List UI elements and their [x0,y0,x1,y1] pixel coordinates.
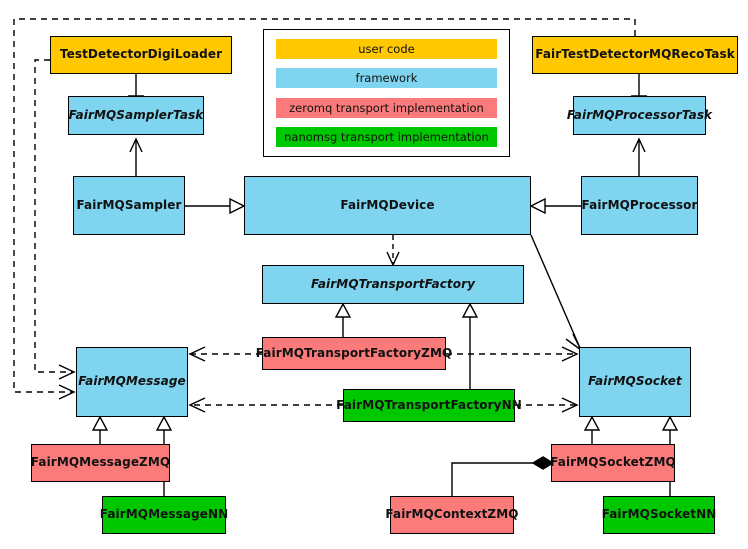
edge-contextzmq-socketzmq [451,456,555,496]
class-box-fairmqmessagenn[interactable]: FairMQMessageNN [100,496,228,534]
color-legend: user code framework zeromq transport imp… [263,29,510,157]
edge-digiloader-message [34,59,76,380]
class-box-fairmqsampler[interactable]: FairMQSampler [73,176,185,235]
class-box-fairmqprocessor[interactable]: FairMQProcessor [581,176,698,235]
legend-row-user-code: user code [276,39,497,59]
class-box-fairmqsocketzmq[interactable]: FairMQSocketZMQ [550,444,676,482]
class-box-fairmqsocketnn[interactable]: FairMQSocketNN [602,496,716,534]
edge-socketzmq-socket [583,415,601,444]
edge-tfnn-transportfactory [461,302,479,389]
edge-processor-device [529,197,581,215]
legend-row-zeromq: zeromq transport implementation [276,97,497,118]
class-box-fairmqtransportfactoryzmq[interactable]: FairMQTransportFactoryZMQ [256,337,452,370]
edge-device-transportfactory [386,235,400,267]
class-box-fairmqtransportfactory[interactable]: FairMQTransportFactory [262,265,524,304]
edge-processor-processortask [632,137,646,176]
edge-sampler-device [185,197,246,215]
class-box-fairmqcontextzmq[interactable]: FairMQContextZMQ [385,496,518,534]
class-box-testdetectordigiloader[interactable]: TestDetectorDigiLoader [50,36,232,74]
legend-row-framework: framework [276,68,497,89]
edge-messagezmq-message [91,415,109,444]
edge-sampler-samplertask [129,137,143,176]
class-box-fairmqtransportfactorynn[interactable]: FairMQTransportFactoryNN [336,389,522,422]
edge-tfnn-socket [515,397,579,413]
class-box-fairmqprocessortask[interactable]: FairMQProcessorTask [567,96,712,135]
legend-row-nanomsg: nanomsg transport implementation [276,126,497,147]
edge-tfnn-message [188,397,343,413]
edge-tfzmq-transportfactory [334,302,352,337]
edge-tfzmq-socket [446,346,579,362]
edge-device-socket [530,234,582,351]
class-box-fairmqmessage[interactable]: FairMQMessage [76,347,188,417]
edge-tfzmq-message [188,346,262,362]
edge-recotask-message [13,18,636,400]
class-box-fairmqmessagezmq[interactable]: FairMQMessageZMQ [31,444,170,482]
class-box-fairmqsocket[interactable]: FairMQSocket [579,347,691,417]
class-box-fairtestdetectormqrecotask[interactable]: FairTestDetectorMQRecoTask [532,36,738,74]
class-box-fairmqsamplertask[interactable]: FairMQSamplerTask [68,96,204,135]
class-box-fairmqdevice[interactable]: FairMQDevice [244,176,531,235]
